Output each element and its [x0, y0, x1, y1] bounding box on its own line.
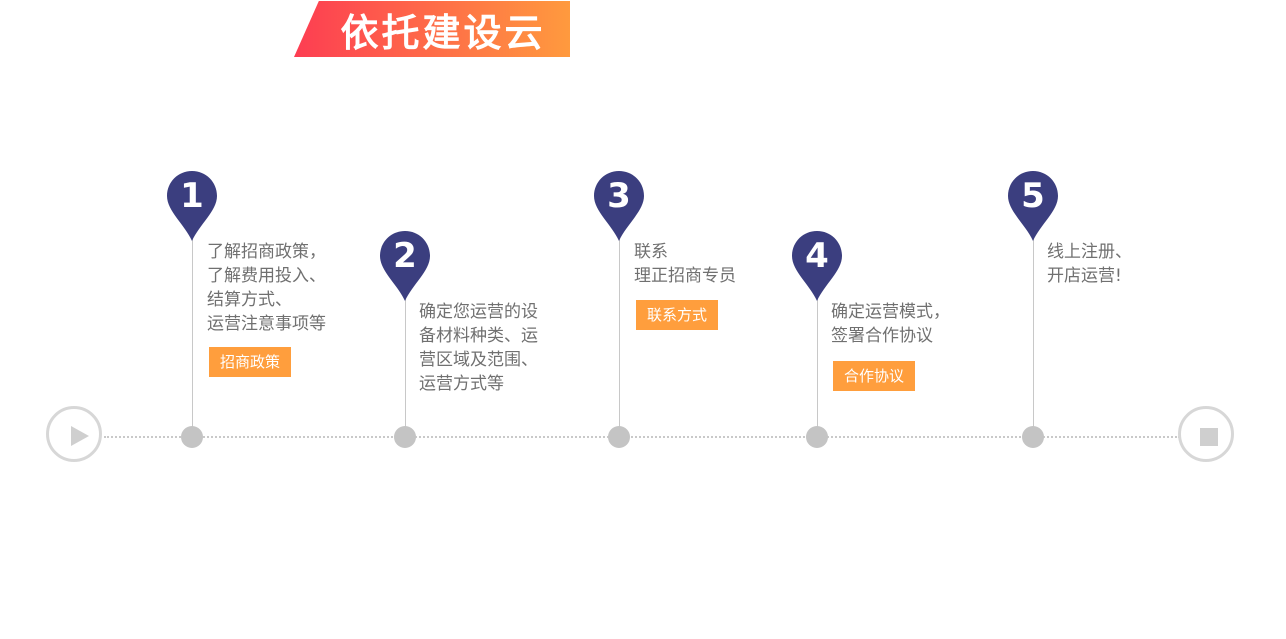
step-3-line: 理正招商专员 [634, 266, 736, 286]
step-3-stem [619, 220, 620, 436]
end-control[interactable] [1178, 406, 1234, 462]
step-1-pin: 1 [166, 170, 218, 242]
timeline-track [104, 436, 1180, 438]
step-2-number: 2 [393, 236, 417, 276]
step-4-stem [817, 280, 818, 436]
map-pin-icon [380, 231, 430, 301]
step-4-dot [806, 426, 828, 448]
map-pin-icon [792, 231, 842, 301]
step-1-line: 了解招商政策， [207, 242, 326, 262]
step-2-stem [405, 280, 406, 436]
step-3-pin: 3 [593, 170, 645, 242]
step-5-description: 线上注册、 开店运营! [1047, 240, 1132, 288]
step-2-dot [394, 426, 416, 448]
contact-info-button[interactable]: 联系方式 [636, 300, 719, 330]
step-1-stem [192, 220, 193, 436]
step-5-line: 开店运营! [1047, 266, 1122, 286]
page-title: 依托建设云 [340, 10, 546, 55]
cooperation-agreement-button[interactable]: 合作协议 [833, 361, 916, 391]
step-2-description: 确定您运营的设 备材料种类、运 营区域及范围、 运营方式等 [419, 300, 538, 396]
step-5-line: 线上注册、 [1047, 242, 1132, 262]
step-1-number: 1 [180, 176, 204, 216]
map-pin-icon [1008, 171, 1058, 241]
step-4-line: 确定运营模式， [831, 302, 950, 322]
step-2-line: 营区域及范围、 [419, 350, 538, 370]
step-2-line: 备材料种类、运 [419, 326, 538, 346]
step-1-dot [181, 426, 203, 448]
step-2-pin: 2 [379, 230, 431, 302]
map-pin-icon [594, 171, 644, 241]
step-2-line: 运营方式等 [419, 374, 504, 394]
step-4-line: 签署合作协议 [831, 326, 933, 346]
step-4-description: 确定运营模式， 签署合作协议 [831, 300, 950, 348]
step-5-dot [1022, 426, 1044, 448]
step-3-line: 联系 [634, 242, 668, 262]
step-2-line: 确定您运营的设 [419, 302, 538, 322]
step-4-number: 4 [805, 236, 829, 276]
step-5-pin: 5 [1007, 170, 1059, 242]
step-5-number: 5 [1021, 176, 1045, 216]
page-title-banner: 依托建设云 [294, 1, 570, 57]
stop-icon [1200, 428, 1218, 446]
start-control[interactable] [46, 406, 102, 462]
step-1-line: 了解费用投入、 [207, 266, 326, 286]
play-icon [71, 426, 89, 446]
map-pin-icon [167, 171, 217, 241]
step-3-dot [608, 426, 630, 448]
step-5-stem [1033, 220, 1034, 436]
investment-policy-button[interactable]: 招商政策 [209, 347, 292, 377]
step-3-description: 联系 理正招商专员 [634, 240, 736, 288]
step-1-line: 结算方式、 [207, 290, 292, 310]
step-3-number: 3 [607, 176, 631, 216]
step-4-pin: 4 [791, 230, 843, 302]
step-1-description: 了解招商政策， 了解费用投入、 结算方式、 运营注意事项等 [207, 240, 326, 336]
step-1-line: 运营注意事项等 [207, 314, 326, 334]
